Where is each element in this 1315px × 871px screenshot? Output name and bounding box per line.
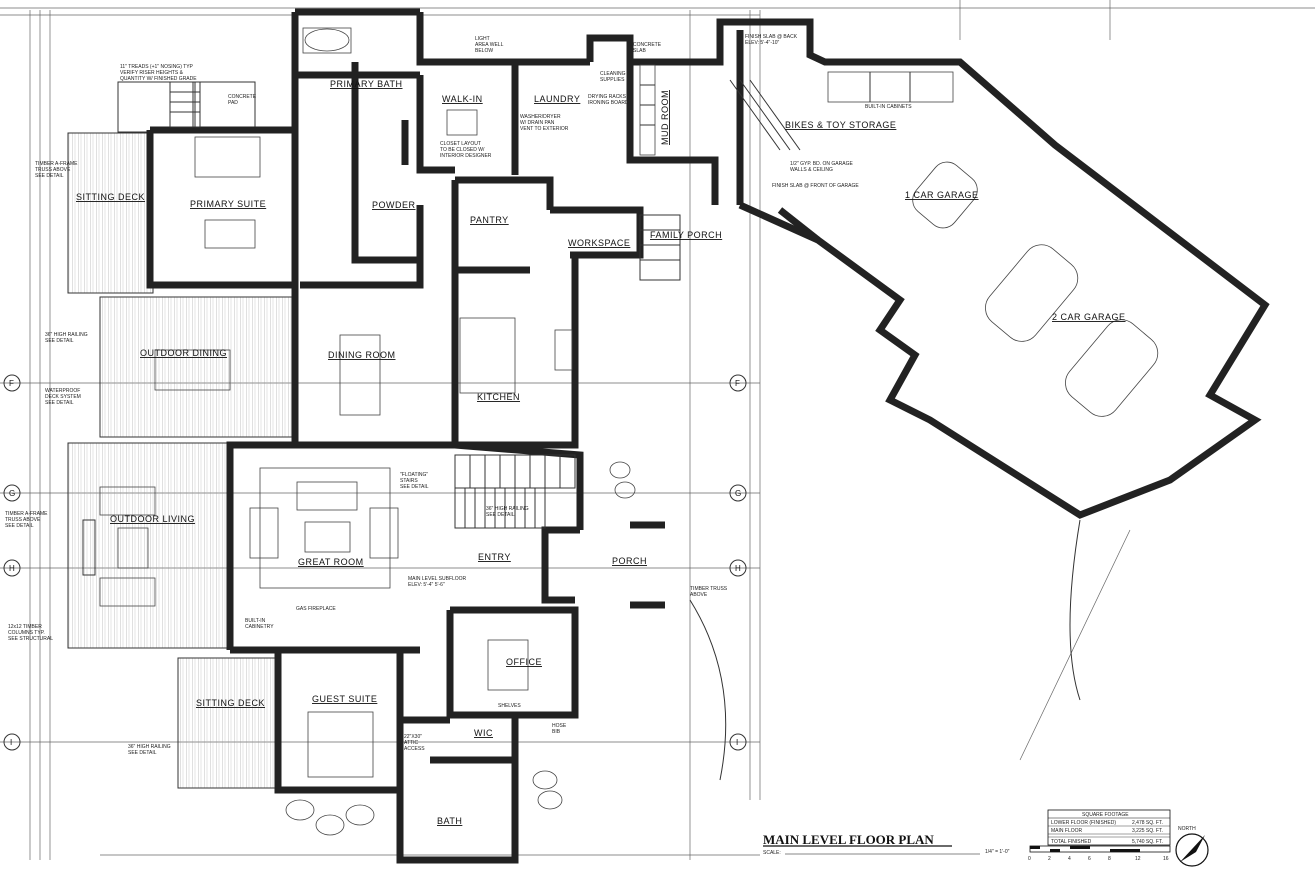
note-built-in-cabinets: BUILT-IN CABINETS: [865, 104, 912, 110]
room-bikes-storage: BIKES & TOY STORAGE: [785, 120, 896, 130]
scale-tick-0: 0: [1028, 856, 1031, 862]
stairs: [169, 81, 681, 529]
room-office: OFFICE: [506, 657, 542, 667]
room-sitting-deck-lower: SITTING DECK: [196, 698, 265, 708]
scale-bar: 0 2 4 6 8 12 16: [1028, 845, 1171, 862]
scale-value: 1/4" = 1'-0": [985, 849, 1010, 855]
room-garage-2: 2 CAR GARAGE: [1052, 312, 1126, 322]
grid-bubbles: F G H I F G H I: [3, 374, 747, 751]
north-arrow-icon: [1180, 835, 1205, 862]
room-bath: BATH: [437, 816, 462, 826]
room-mud-room: MUD ROOM: [660, 90, 670, 145]
room-dining-room: DINING ROOM: [328, 350, 396, 360]
walls: [146, 8, 1270, 864]
scale-tick-4: 4: [1068, 856, 1071, 862]
sqft-row-main-value: 3,225 SQ. FT.: [1132, 828, 1163, 834]
room-entry: ENTRY: [478, 552, 511, 562]
scale-tick-12: 12: [1135, 856, 1141, 862]
grid-label-i-right: I: [736, 738, 738, 747]
note-finish-slab-front: FINISH SLAB @ FRONT OF GARAGE: [772, 183, 859, 189]
room-pantry: PANTRY: [470, 215, 509, 225]
sqft-row-lower-value: 2,478 SQ. FT.: [1132, 820, 1163, 826]
north-arrow: NORTH: [1175, 826, 1209, 867]
scale-tick-6: 6: [1088, 856, 1091, 862]
grid-label-f-right: F: [735, 379, 740, 388]
room-workspace: WORKSPACE: [568, 238, 630, 248]
furniture: [82, 27, 1159, 836]
note-drying-racks: DRYING RACKS /IRONING BOARD: [588, 94, 629, 106]
room-porch: PORCH: [612, 556, 647, 566]
room-family-porch: FAMILY PORCH: [650, 230, 722, 240]
room-laundry: LAUNDRY: [534, 94, 580, 104]
room-guest-suite: GUEST SUITE: [312, 694, 377, 704]
sqft-row-main-label: MAIN FLOOR: [1051, 828, 1083, 834]
scale-label: SCALE:: [763, 850, 781, 856]
grid-label-f-left: F: [9, 379, 14, 388]
note-shelves: SHELVES: [498, 703, 521, 709]
grid-label-i-left: I: [10, 738, 12, 747]
grid-label-g-left: G: [9, 489, 15, 498]
room-great-room: GREAT ROOM: [298, 557, 364, 567]
room-sitting-deck-upper: SITTING DECK: [76, 192, 145, 202]
room-outdoor-dining: OUTDOOR DINING: [140, 348, 227, 358]
sqft-row-lower-label: LOWER FLOOR (FINISHED): [1051, 820, 1116, 826]
north-label: NORTH: [1178, 826, 1196, 832]
sqft-row-total-label: TOTAL FINISHED: [1051, 839, 1092, 845]
room-outdoor-living: OUTDOOR LIVING: [110, 514, 195, 524]
scale-tick-2: 2: [1048, 856, 1051, 862]
room-labels: PRIMARY BATH WALK-IN LAUNDRY MUD ROOM BI…: [76, 79, 1126, 826]
grid-label-h-right: H: [735, 564, 741, 573]
room-primary-suite: PRIMARY SUITE: [190, 199, 266, 209]
sqft-header: SQUARE FOOTAGE: [1082, 812, 1129, 818]
note-gas-fireplace: GAS FIREPLACE: [296, 606, 336, 612]
square-footage-table: SQUARE FOOTAGE LOWER FLOOR (FINISHED) 2,…: [1047, 809, 1171, 846]
sqft-row-total-value: 5,740 SQ. FT.: [1132, 839, 1163, 845]
grid-label-h-left: H: [9, 564, 15, 573]
room-powder: POWDER: [372, 200, 416, 210]
room-walk-in: WALK-IN: [442, 94, 483, 104]
room-kitchen: KITCHEN: [477, 392, 520, 402]
room-wic: WIC: [474, 728, 493, 738]
scale-tick-16: 16: [1163, 856, 1169, 862]
decks: [67, 81, 296, 789]
grid-label-g-right: G: [735, 489, 741, 498]
title-block: MAIN LEVEL FLOOR PLAN SCALE: 1/4" = 1'-0…: [763, 809, 1209, 867]
scale-tick-8: 8: [1108, 856, 1111, 862]
room-garage-1: 1 CAR GARAGE: [905, 190, 979, 200]
plan-title: MAIN LEVEL FLOOR PLAN: [763, 832, 934, 847]
room-primary-bath: PRIMARY BATH: [330, 79, 403, 89]
